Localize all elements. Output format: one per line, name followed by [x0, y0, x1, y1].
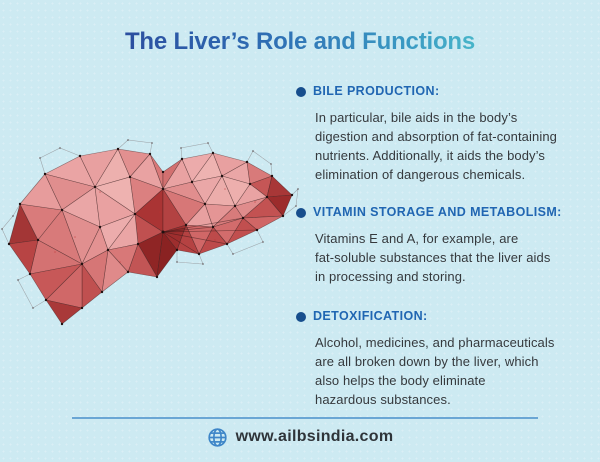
section-detoxification: DETOXIFICATION: Alcohol, medicines, and …	[296, 309, 590, 409]
footer-divider	[72, 417, 538, 419]
bullet-icon	[296, 207, 306, 218]
website-text: www.ailbsindia.com	[235, 428, 394, 445]
section-body-text: Alcohol, medicines, and pharmaceuticals …	[315, 335, 555, 407]
section-heading: DETOXIFICATION:	[296, 309, 590, 324]
section-body-text: In particular, bile aids in the body’s d…	[315, 110, 557, 182]
footer: www.ailbsindia.com	[0, 425, 600, 449]
section-bile-production: BILE PRODUCTION: In particular, bile aid…	[296, 84, 590, 184]
liver-outer-dots	[1, 139, 299, 309]
section-heading: BILE PRODUCTION:	[296, 84, 590, 99]
page-title: The Liver’s Role and Functions	[0, 28, 600, 56]
liver-illustration	[0, 132, 300, 357]
liver-hub-fan-lines	[162, 217, 258, 255]
section-body-text: Vitamins E and A, for example, are fat-s…	[315, 231, 551, 284]
liver-mesh-faces	[8, 148, 293, 325]
section-heading-label: VITAMIN STORAGE AND METABOLISM:	[313, 205, 562, 219]
liver-vertex-dots	[7, 147, 294, 326]
liver-outer-wireframe	[1, 139, 299, 309]
section-heading: VITAMIN STORAGE AND METABOLISM:	[296, 205, 590, 220]
section-heading-label: DETOXIFICATION:	[313, 309, 428, 323]
section-vitamin-storage: VITAMIN STORAGE AND METABOLISM: Vitamins…	[296, 205, 590, 286]
globe-icon	[207, 427, 227, 447]
low-poly-liver-icon	[1, 139, 299, 326]
bullet-icon	[296, 311, 306, 322]
bullet-icon	[296, 86, 306, 97]
liver-inner-dots	[54, 188, 256, 263]
section-heading-label: BILE PRODUCTION:	[313, 84, 440, 98]
